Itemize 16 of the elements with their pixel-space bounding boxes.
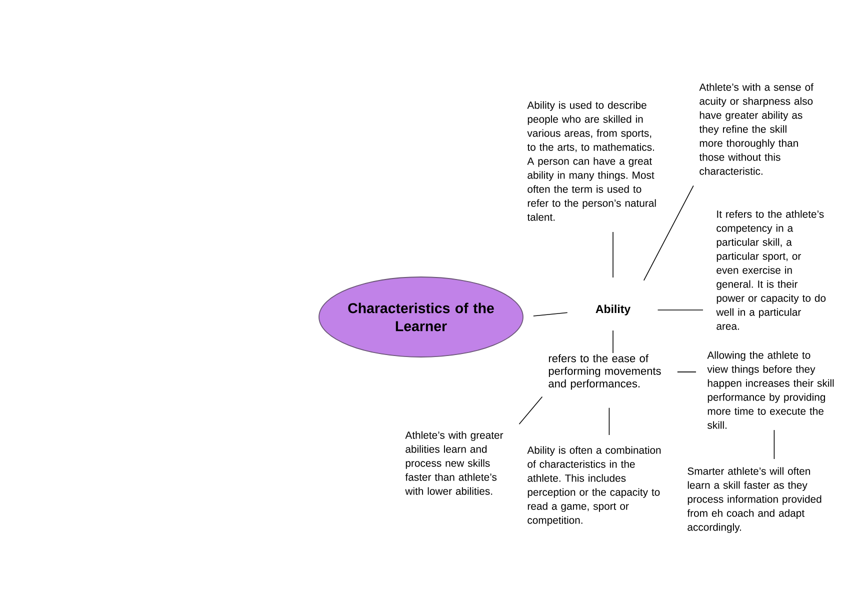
note-text: Athlete’s with greater abilities learn and process new skills faster than athlete’s with lower abilities. — [405, 431, 504, 495]
note-text: refers to the ease of performing movements and performances. — [548, 354, 661, 390]
connector-line — [774, 430, 775, 460]
connector-line — [518, 396, 543, 424]
connector-line — [608, 407, 610, 436]
note-text: Athlete’s with a sense of acuity or sharpness also have greater ability as they refine the skill more thoroughly than those without this characteristic. — [699, 83, 814, 175]
note-text: Allowing the athlete to view things before they happen increases their skill performance by providing more time to execute the skill. — [707, 351, 834, 429]
connector-line — [612, 330, 614, 354]
note-text: Smarter athlete’s will often learn a skill faster as they process information provided from eh coach and adapt accordingly. — [687, 467, 822, 533]
note-text: Ability is used to describe people who are skilled in various areas, from sports, to the arts, to mathematics. A person can have a great ability in many things. Most often the term is used to refer to the person’s natural talent. — [527, 101, 656, 221]
connector-line — [533, 312, 568, 316]
branch-heading: Ability — [596, 304, 631, 316]
connector-line — [612, 232, 614, 278]
note-text: It refers to the athlete’s competency in a particular skill, a particular sport, or even exercise in general. It is their power or capacity to do well in a particular area. — [716, 210, 826, 330]
note-text: Ability is often a combination of characteristics in the athlete. This includes perception or the capacity to read a game, sport or competition. — [527, 446, 661, 526]
connector-line — [643, 185, 694, 281]
